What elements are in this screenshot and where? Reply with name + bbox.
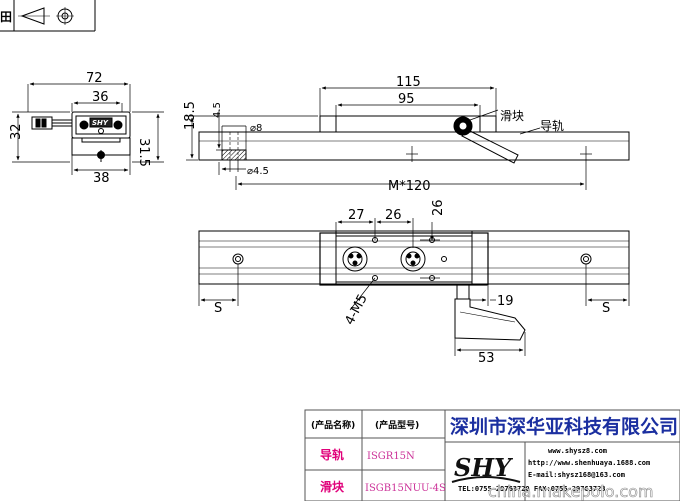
dim-carriage-width: 36 — [92, 90, 109, 105]
end-view-logo: SHY — [92, 119, 109, 127]
end-view — [12, 82, 164, 175]
dim-handle-offset: 19 — [497, 294, 514, 309]
table-header-model: (产品型号) — [375, 419, 419, 431]
dim-hole-dia: ⌀4.5 — [247, 166, 269, 177]
dim-counterbore-dia: ⌀8 — [250, 123, 262, 134]
top-view — [198, 218, 630, 356]
dim-overall-width: 72 — [86, 71, 103, 86]
dim-carriage-inner: 95 — [398, 92, 415, 107]
contact-line-3: E-mail:shysz168@163.com — [528, 471, 625, 479]
dim-carriage-length: 115 — [396, 75, 421, 90]
table-row2-name: 滑块 — [320, 479, 345, 494]
header-title-char: 田 — [0, 10, 12, 24]
table-row1-model: ISGR15N — [367, 451, 415, 462]
dim-pitch: M*120 — [388, 179, 431, 194]
dim-hole-x2: 26 — [385, 208, 402, 223]
watermark: china.makepolo.com — [488, 482, 654, 501]
contact-line-1: www.shysz8.com — [548, 447, 607, 455]
header-strip: 田 — [0, 0, 96, 32]
dim-end-spacing-left: S — [214, 301, 222, 316]
dim-hole-y: 26 — [431, 199, 446, 216]
side-view — [186, 86, 630, 190]
dim-end-spacing-right: S — [602, 301, 610, 316]
projection-circle-icon — [56, 7, 74, 25]
title-block — [304, 409, 680, 501]
dim-thread: 4-M5 — [342, 292, 370, 328]
contact-line-4: TEL:0755-29763720 FAX:0755-29763723 — [458, 485, 606, 493]
company-name: 深圳市深华亚科技有限公司 — [450, 415, 678, 438]
table-row1-name: 导轨 — [320, 447, 344, 462]
table-header-name: (产品名称) — [311, 419, 355, 431]
dim-height-right: 31.5 — [136, 138, 151, 167]
label-slider: 滑块 — [500, 109, 524, 123]
shy-logo: SHY — [451, 453, 521, 483]
dim-handle-length: 53 — [478, 351, 495, 366]
dim-rail-height: 18.5 — [183, 101, 198, 130]
projection-cone-icon — [18, 7, 50, 25]
contact-line-2: http://www.shenhuaya.1688.com — [528, 459, 650, 467]
dim-rail-width: 38 — [93, 171, 110, 186]
table-row2-model: ISGB15NUU-4S — [365, 483, 446, 494]
label-rail: 导轨 — [540, 119, 564, 133]
dim-hole-x1: 27 — [348, 208, 365, 223]
dim-height-left: 32 — [9, 123, 24, 140]
dim-counterbore-depth: 4.5 — [212, 102, 223, 118]
